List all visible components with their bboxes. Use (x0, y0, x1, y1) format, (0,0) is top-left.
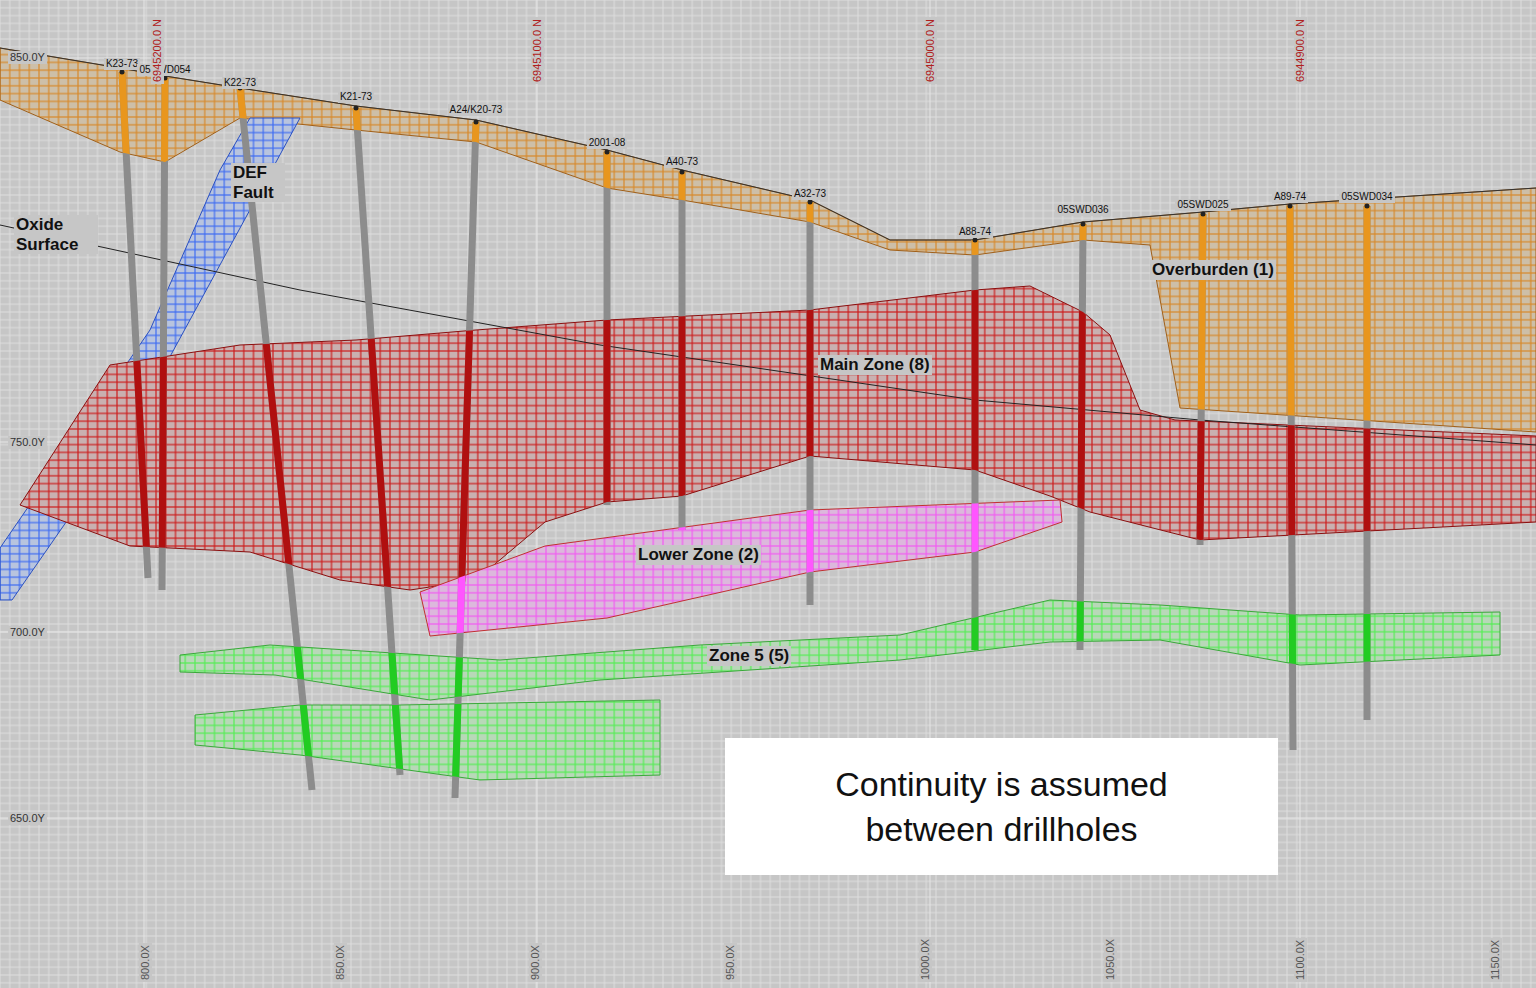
drillhole-name: 2001-08 (587, 137, 628, 149)
surface-label: Oxide Surface (14, 215, 98, 254)
drillhole-name: K22-73 (222, 77, 258, 89)
zone-label: Overburden (1) (1150, 260, 1276, 280)
zone-label: Main Zone (8) (818, 355, 932, 375)
drillhole-name: A32-73 (792, 188, 828, 200)
fault-label: DEF Fault (231, 163, 285, 202)
elevation-label: 650.0Y (8, 812, 47, 825)
zone-label: Lower Zone (2) (636, 545, 761, 565)
easting-label: 1100.0X (1294, 938, 1307, 982)
drillhole-name: 05SWD034 (1339, 191, 1394, 203)
easting-label: 900.0X (529, 943, 542, 982)
northing-label: 6944900.0 N (1294, 17, 1307, 84)
northing-label: 6945200.0 N (151, 17, 164, 84)
drillhole-name: K21-73 (338, 91, 374, 103)
drillhole-name: 05SWD036 (1055, 204, 1110, 216)
elevation-label: 700.0Y (8, 626, 47, 639)
oxide-surface-line (0, 225, 1536, 445)
zone-five (180, 600, 1500, 700)
drillhole-name: A88-74 (957, 226, 993, 238)
drillhole-name: A89-74 (1272, 191, 1308, 203)
easting-label: 1150.0X (1489, 938, 1502, 982)
easting-label: 800.0X (139, 943, 152, 982)
drillhole (122, 72, 1367, 798)
drillhole-main-zone (122, 72, 1367, 798)
elevation-label: 850.0Y (8, 51, 47, 64)
note-box: Continuity is assumed between drillholes (725, 738, 1278, 875)
drillhole-name: A24/K20-73 (448, 104, 505, 116)
drillhole-name: K23-73 (104, 58, 140, 70)
easting-label: 1050.0X (1104, 937, 1117, 982)
easting-label: 850.0X (334, 943, 347, 982)
drillhole-name: 05SWD054 (137, 64, 192, 76)
note-text: Continuity is assumed between drillholes (792, 762, 1212, 850)
easting-label: 950.0X (724, 943, 737, 982)
zone-label: Zone 5 (5) (707, 646, 791, 666)
drillhole-name: A40-73 (664, 156, 700, 168)
easting-label: 1000.0X (919, 937, 932, 982)
drillhole-overburden (122, 72, 1367, 798)
elevation-label: 750.0Y (8, 436, 47, 449)
drillhole-lower-zone (122, 72, 1367, 798)
drillhole-zone-five (122, 72, 1367, 798)
northing-label: 6945100.0 N (531, 17, 544, 84)
drillhole-name: 05SWD025 (1175, 199, 1230, 211)
zone-five (195, 700, 660, 780)
collar-dot (120, 70, 1370, 243)
northing-label: 6945000.0 N (924, 17, 937, 84)
lower-zone (420, 500, 1062, 636)
